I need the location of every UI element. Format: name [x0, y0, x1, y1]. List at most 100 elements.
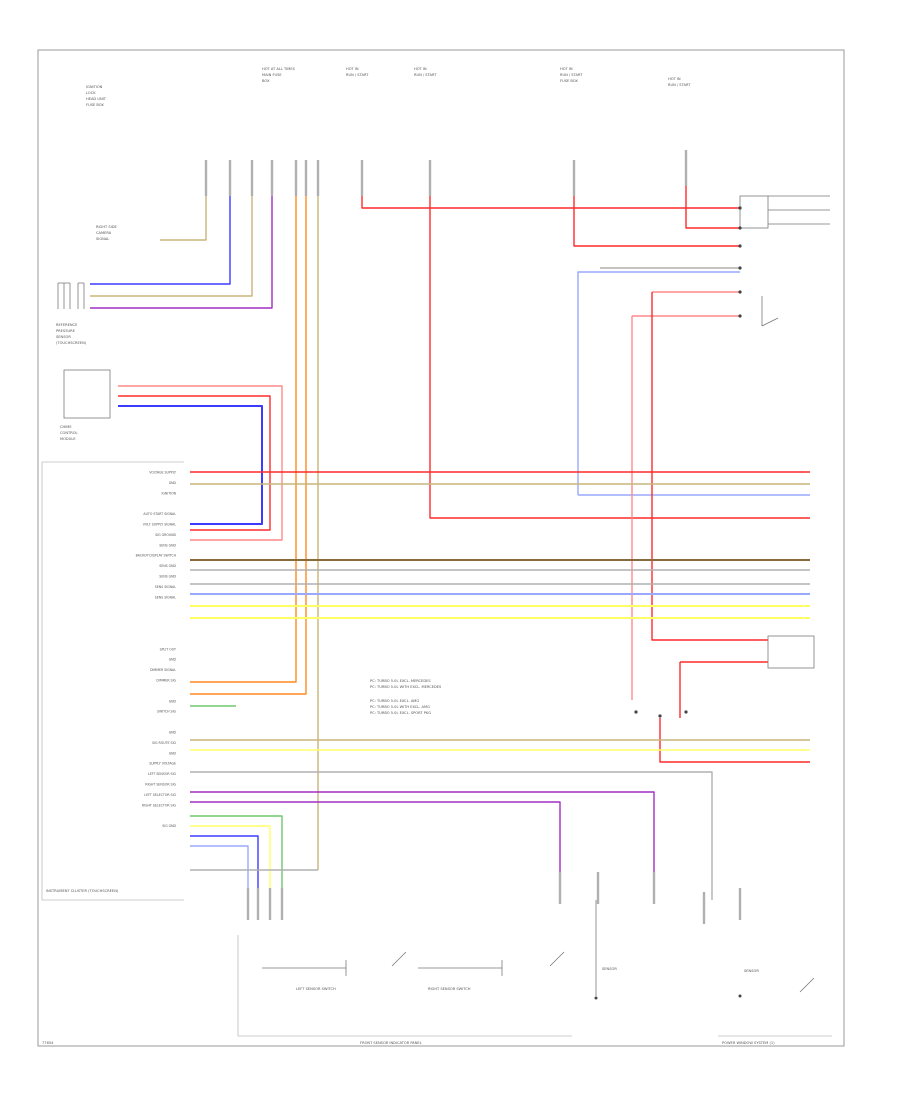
- junction-dot-4: [738, 266, 742, 270]
- pin-label: SPLIT OUT: [160, 647, 176, 651]
- top-label-5b: RUN / START: [560, 73, 583, 77]
- bottom-switch-1: [262, 951, 407, 976]
- left-component-labels: RIGHT SIDE CAMERA SIGNAL REFERENCE PRESS…: [56, 225, 117, 441]
- component-shapes: [57, 195, 830, 1000]
- wire-group: [90, 150, 810, 924]
- pin-label: AUTO START SIGNAL: [143, 512, 176, 516]
- wire-blue-right: [577, 271, 740, 495]
- wire-green-2: [190, 815, 283, 900]
- junction-dot-1: [738, 206, 742, 210]
- pin-label: GND: [169, 481, 177, 485]
- top-label-5c: FUSE BOX: [560, 79, 578, 83]
- wire-purple-lower-1: [190, 791, 655, 900]
- pressure-label-b: PRESSURE: [56, 329, 76, 333]
- notes-block: PC: TURBO 5.0L EXCL. MERCEDES PC: TURBO …: [370, 679, 442, 715]
- ground-dot-2: [738, 994, 742, 998]
- top-label-2c: BOX: [262, 79, 270, 83]
- pin-label: VOLTAGE SUPPLY: [149, 471, 176, 475]
- wire-lightblue-lower: [190, 845, 249, 900]
- wire-purple-pressure: [90, 178, 273, 309]
- camera-label: RIGHT SIDE: [96, 225, 117, 229]
- top-labels: IGNITION LOCK HEAD UNIT FUSE BOX HOT AT …: [86, 67, 691, 107]
- wire-pink-chime: [118, 385, 283, 541]
- wire-red-supply-4: [429, 178, 810, 519]
- pin-label: SUPPLY VOLTAGE: [149, 762, 176, 766]
- bottom-comp-3: SENSOR: [602, 967, 617, 971]
- wire-red-chime: [118, 395, 271, 531]
- diagram-frame: [37, 49, 845, 1047]
- top-label-4b: RUN / START: [414, 73, 437, 77]
- bottom-right-label: POWER WINDOW SYSTEM (1): [722, 1041, 775, 1045]
- wire-red-supply-2: [573, 196, 740, 247]
- module-outline: [41, 461, 184, 901]
- wire-gray-lower-1: [190, 771, 713, 900]
- pressure-label-c: SENSOR: [56, 335, 71, 339]
- pressure-sensor-shape: [57, 282, 85, 309]
- ground-dot-1: [594, 996, 598, 1000]
- top-label-4: HOT IN: [414, 67, 427, 71]
- junction-dot-8: [684, 710, 688, 714]
- bottom-comp-4: SENSOR: [744, 969, 759, 973]
- wire-blue-pressure: [90, 178, 231, 285]
- wire-tan-pressure: [90, 178, 253, 297]
- pin-label: GND: [169, 699, 177, 703]
- right-relay-lines: [768, 195, 830, 225]
- pin-label: SENS GND: [159, 543, 176, 547]
- pin-label: SIG GROUND: [155, 533, 176, 537]
- junction-dot-5: [738, 290, 742, 294]
- module-pin-labels: VOLTAGE SUPPLY GND IGNITION AUTO START SIGN…: [136, 471, 177, 829]
- bottom-comp-1: LEFT SENSOR SWITCH: [296, 987, 336, 991]
- junction-dots: [634, 206, 742, 718]
- pressure-label: REFERENCE: [56, 323, 78, 327]
- top-label-2b: MAIN FUSE: [262, 73, 282, 77]
- wire-red-right-long: [651, 292, 768, 641]
- bottom-bus-label: FRONT SENSOR INDICATOR PANEL: [360, 1041, 422, 1045]
- pin-label: IGNITION: [161, 491, 176, 495]
- pin-label: RIGHT SELECTOR SIG: [142, 803, 177, 807]
- top-label-3b: RUN / START: [346, 73, 369, 77]
- pin-label: DIMMER SIG: [156, 679, 176, 683]
- top-label-1: IGNITION: [86, 85, 103, 89]
- note-4: PC: TURBO 5.0L WITH EXCL. AMG: [370, 705, 430, 709]
- note-3: PC: TURBO 5.0L EXCL. AMG: [370, 699, 419, 703]
- top-label-2: HOT AT ALL TIMES: [262, 67, 296, 71]
- camera-label-b: CAMERA: [96, 231, 112, 235]
- sensor-panel-outline: [237, 935, 572, 1037]
- pin-label: SIG GND: [162, 824, 176, 828]
- junction-dot-6: [738, 314, 742, 318]
- wire-red-supply-3: [685, 168, 740, 229]
- top-label-6b: RUN / START: [668, 83, 691, 87]
- note-1: PC: TURBO 5.0L EXCL. MERCEDES: [370, 679, 431, 683]
- chime-module-box: [63, 369, 111, 419]
- bottom-switch-3: [595, 900, 815, 996]
- wire-blue-lower: [190, 835, 259, 900]
- pin-label: LEFT SELECTOR SIG: [144, 793, 176, 797]
- wire-yellow-2: [190, 825, 271, 900]
- relay-box-top: [739, 195, 769, 229]
- top-label-1d: FUSE BOX: [86, 103, 104, 107]
- wire-red-supply-1: [361, 178, 740, 209]
- junction-dot-3: [738, 244, 742, 248]
- camera-label-c: SIGNAL: [96, 237, 109, 241]
- pressure-label-d: (TOUCHSCREEN): [56, 341, 87, 345]
- note-5: PC: TURBO 5.0L EXCL. SPORT PKG: [370, 711, 431, 715]
- pin-label: DIMMER SIGNAL: [150, 668, 176, 672]
- top-label-5: HOT IN: [560, 67, 573, 71]
- junction-dot-2: [738, 226, 742, 230]
- pin-label: SENS SIGNAL: [155, 595, 176, 599]
- pin-label: SIG ROUTE SIG: [152, 741, 176, 745]
- wire-tan-camera: [160, 178, 207, 241]
- pin-label: GND: [169, 658, 177, 662]
- bottom-comp-2: RIGHT SENSOR SWITCH: [428, 987, 471, 991]
- bottom-labels: INSTRUMENT CLUSTER (TOUCHSCREEN) FRONT S…: [42, 889, 775, 1045]
- pin-label: SWITCH SIG: [157, 710, 176, 714]
- wire-purple-lower-2: [190, 801, 561, 900]
- pin-label: VOLT SUPPLY SIGNAL: [143, 523, 176, 527]
- pin-label: SENS GND: [159, 564, 176, 568]
- junction-dot-9: [658, 714, 662, 718]
- pin-label: GND: [169, 751, 177, 755]
- pin-label: SENS SIGNAL: [155, 585, 176, 589]
- module-label: INSTRUMENT CLUSTER (TOUCHSCREEN): [46, 889, 119, 893]
- top-label-1b: LOCK: [86, 91, 96, 95]
